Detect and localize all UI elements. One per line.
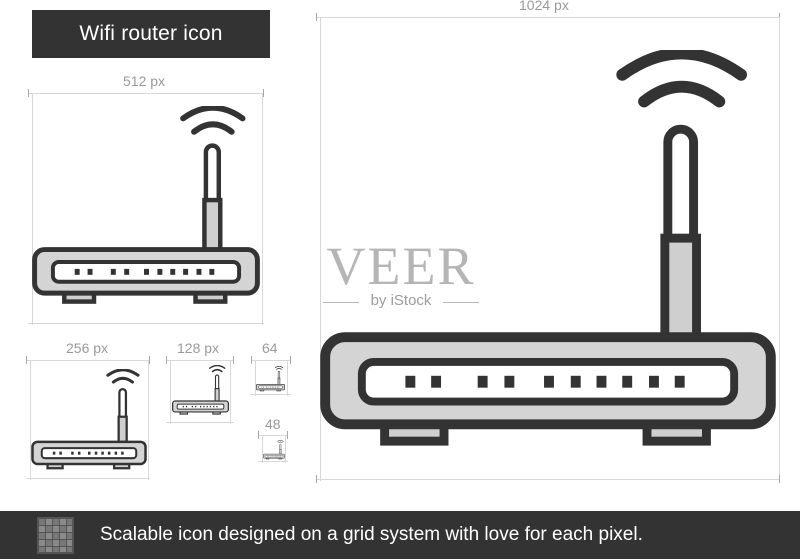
guide-line-left	[320, 17, 321, 481]
guide-line	[251, 394, 291, 395]
guide-line	[28, 323, 264, 324]
dimension-line-64	[251, 360, 291, 361]
size-label-1024: 1024 px	[519, 0, 569, 13]
guide-line	[166, 422, 234, 423]
guide-line-right	[779, 17, 780, 481]
guide-line	[32, 93, 33, 325]
footer-text: Scalable icon designed on a grid system …	[100, 524, 643, 545]
wifi-router-icon-64	[256, 366, 285, 392]
dimension-line-256	[26, 360, 150, 361]
guide-line	[30, 360, 31, 480]
watermark-logo: VEER	[326, 236, 476, 296]
size-label-64: 64	[262, 340, 278, 356]
size-label-512: 512 px	[123, 73, 166, 89]
guide-line	[262, 435, 263, 463]
guide-line	[285, 435, 286, 463]
guide-line-bottom	[316, 479, 780, 480]
wifi-router-icon-48	[263, 440, 285, 460]
page-title-text: Wifi router icon	[79, 22, 223, 45]
guide-line	[230, 360, 231, 424]
pixel-grid-icon	[37, 517, 74, 554]
size-label-128: 128 px	[177, 340, 220, 356]
guide-line	[255, 360, 256, 396]
dimension-tick	[263, 89, 264, 97]
dimension-line-128	[166, 360, 234, 361]
size-label-48: 48	[265, 416, 281, 432]
dimension-tick	[28, 89, 29, 97]
wifi-router-icon-256	[31, 369, 147, 470]
guide-line	[26, 478, 150, 479]
watermark-rule	[323, 302, 359, 303]
dimension-tick	[251, 356, 252, 364]
dimension-line-512	[28, 93, 264, 94]
dimension-line-1024	[316, 17, 780, 18]
wifi-router-icon-128	[172, 365, 229, 415]
guide-line	[258, 461, 288, 462]
page-title: Wifi router icon	[32, 10, 270, 58]
dimension-tick	[166, 356, 167, 364]
guide-line	[287, 360, 288, 396]
watermark-rule	[443, 302, 479, 303]
size-label-256: 256 px	[66, 340, 109, 356]
footer-bar: Scalable icon designed on a grid system …	[0, 511, 800, 559]
dimension-tick	[290, 356, 291, 364]
dimension-tick	[316, 13, 317, 21]
guide-line	[262, 93, 263, 325]
guide-line	[148, 360, 149, 480]
dimension-tick	[287, 431, 288, 439]
dimension-tick	[779, 475, 780, 483]
watermark-byline: by iStock	[370, 292, 432, 309]
dimension-tick	[149, 356, 150, 364]
dimension-tick	[316, 475, 317, 483]
dimension-tick	[258, 431, 259, 439]
wifi-router-icon-512	[32, 106, 260, 309]
guide-line	[170, 360, 171, 424]
dimension-tick	[26, 356, 27, 364]
dimension-line-48	[258, 435, 288, 436]
dimension-tick	[233, 356, 234, 364]
